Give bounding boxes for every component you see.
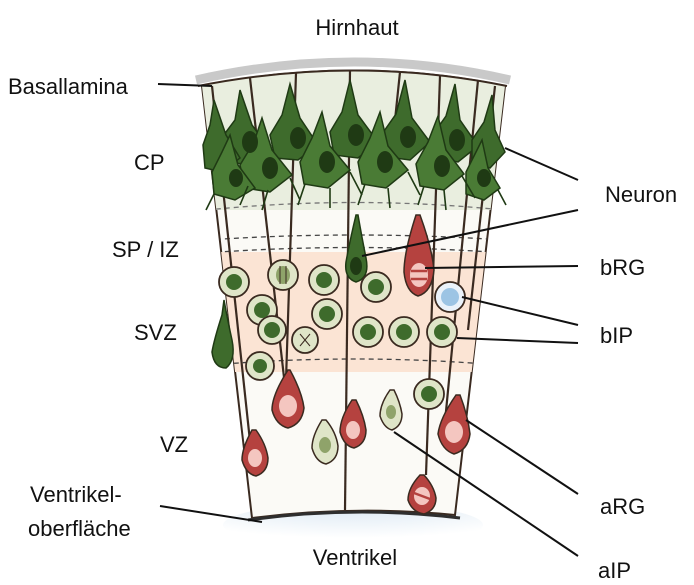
label-sp-iz: SP / IZ: [112, 237, 179, 262]
label-ventricle: Ventrikel: [313, 545, 397, 570]
migrating-neuron-nucleus: [350, 257, 362, 275]
label-bip: bIP: [600, 323, 633, 348]
label-basal-lamina: Basallamina: [8, 74, 129, 99]
label-ventricle-surface-2: oberfläche: [28, 516, 131, 541]
label-ventricle-surface-1: Ventrikel-: [30, 482, 122, 507]
label-arg: aRG: [600, 494, 645, 519]
label-neuron: Neuron: [605, 182, 677, 207]
leader-neuron-1: [505, 148, 578, 180]
label-brg: bRG: [600, 255, 645, 280]
label-meninges: Hirnhaut: [315, 15, 398, 40]
label-vz: VZ: [160, 432, 188, 457]
bip-nucleus: [441, 288, 459, 306]
brg-nucleus: [410, 263, 428, 287]
leader-arg: [466, 420, 578, 494]
label-cp: CP: [134, 150, 165, 175]
label-svz: SVZ: [134, 320, 177, 345]
label-aip: aIP: [598, 558, 631, 583]
